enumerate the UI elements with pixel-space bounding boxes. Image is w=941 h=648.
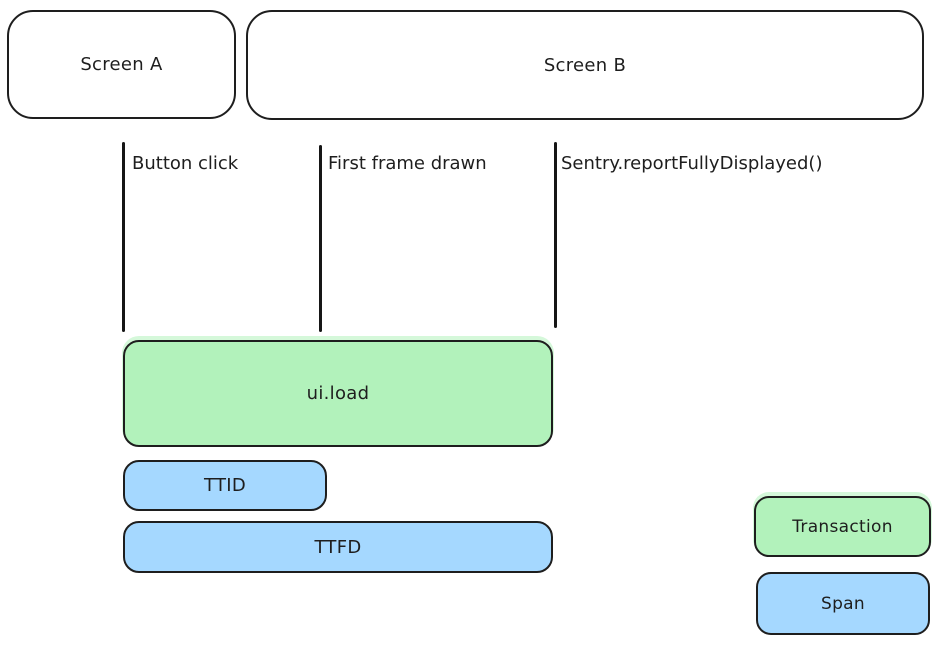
span-bar-ttfd: TTFD	[123, 521, 553, 573]
event-label-first-frame-drawn: First frame drawn	[328, 153, 487, 174]
screen-b-label: Screen B	[543, 54, 627, 76]
event-label-report-fully-displayed: Sentry.reportFullyDisplayed()	[561, 153, 823, 174]
event-label-button-click: Button click	[132, 153, 239, 174]
legend-transaction-box: Transaction	[754, 496, 931, 557]
legend-transaction-label: Transaction	[792, 516, 893, 537]
span-bar-ttid-label: TTID	[203, 475, 247, 496]
legend-span-label: Span	[821, 593, 865, 614]
span-bar-ttfd-label: TTFD	[314, 536, 362, 558]
screen-b-box: Screen B	[246, 10, 924, 120]
transaction-bar-ui-load-label: ui.load	[306, 383, 370, 404]
event-line-button-click	[122, 142, 125, 332]
legend-span-box: Span	[756, 572, 930, 635]
transaction-bar-ui-load: ui.load	[123, 340, 553, 447]
span-bar-ttid: TTID	[123, 460, 327, 511]
event-line-first-frame-drawn	[319, 145, 322, 332]
screen-a-label: Screen A	[80, 54, 163, 75]
event-line-report-fully-displayed	[554, 142, 557, 328]
screen-a-box: Screen A	[7, 10, 236, 119]
